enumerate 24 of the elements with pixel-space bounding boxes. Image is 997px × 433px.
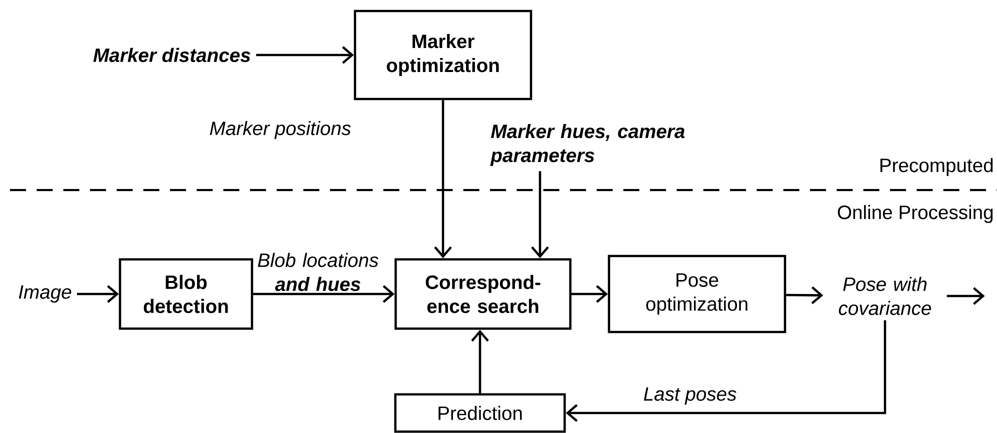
arrow	[786, 286, 824, 304]
input-text: Image	[18, 285, 72, 303]
arrow	[253, 285, 395, 303]
process-box: Marker optimization	[354, 10, 532, 100]
arrow	[77, 285, 119, 303]
arrow	[571, 285, 608, 303]
input-text: Marker hues, camera parameters	[490, 124, 685, 166]
arrow	[256, 46, 354, 64]
output-text: Pose with covariance	[838, 276, 932, 316]
input-text: Marker distances	[93, 48, 250, 62]
arrow	[531, 171, 549, 258]
process-box: Correspond- ence search	[394, 258, 572, 330]
arrow	[471, 330, 489, 394]
edge-label: Marker positions	[210, 121, 351, 140]
arrow	[434, 100, 452, 258]
process-box: Prediction	[394, 393, 566, 433]
section-label: Precomputed	[880, 158, 993, 176]
arrow	[566, 320, 886, 422]
process-box: Blob detection	[118, 258, 254, 330]
edge-label: Last poses	[644, 387, 736, 405]
process-box: Pose optimization	[608, 254, 786, 334]
edge-label: Blob locations and hues	[258, 252, 378, 292]
arrow	[946, 287, 985, 305]
section-label: Online Processing	[838, 205, 993, 224]
